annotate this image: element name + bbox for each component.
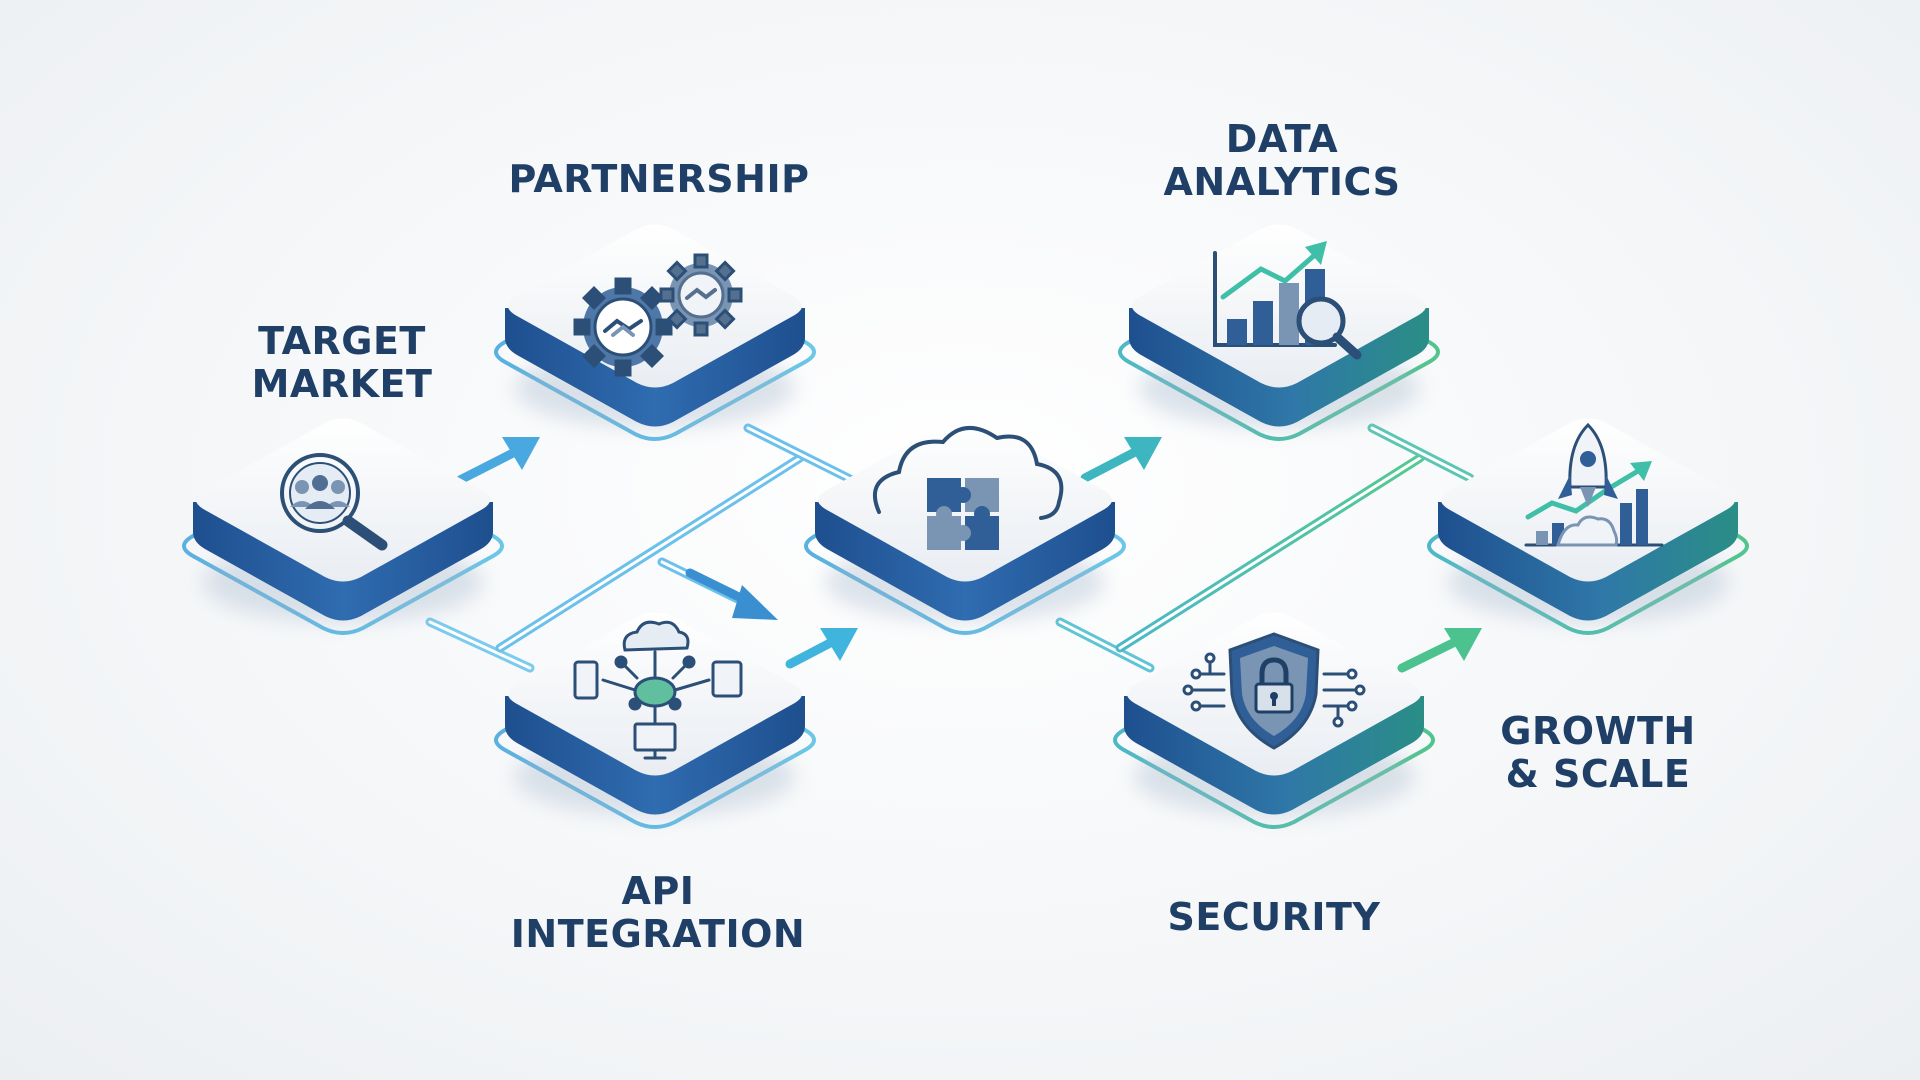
- node-ring: [1113, 651, 1435, 829]
- node-ring: [1118, 263, 1440, 441]
- label-data-analytics: DATA ANALYTICS: [1163, 117, 1401, 204]
- label-security: SECURITY: [1167, 895, 1381, 939]
- label-target-market: TARGET MARKET: [251, 319, 433, 406]
- flow-arrows: [455, 437, 1482, 673]
- arrow-hub-to-data: [1080, 437, 1162, 483]
- gears-handshake-icon: [573, 253, 743, 377]
- node-ring: [494, 263, 816, 441]
- rocket-growth-chart-icon: [1524, 422, 1664, 547]
- arrow-target-to-partnership: [455, 437, 540, 485]
- node-target-market[interactable]: [178, 418, 508, 635]
- label-partnership: PARTNERSHIP: [508, 157, 810, 201]
- arrow-junction-to-hub: [685, 568, 778, 620]
- bar-chart-magnifier-icon: [1213, 241, 1362, 360]
- arrow-api-to-hub: [785, 628, 858, 669]
- node-ring: [804, 457, 1126, 635]
- node-ring: [182, 457, 504, 635]
- node-ring: [1427, 457, 1749, 635]
- arrow-security-to-growth: [1397, 628, 1482, 673]
- shield-lock-circuit-icon: [1182, 632, 1366, 750]
- connector-lines: [425, 423, 1475, 673]
- network-devices-icon: [573, 620, 743, 760]
- magnifier-people-icon: [280, 453, 388, 551]
- label-growth-scale: GROWTH & SCALE: [1500, 709, 1696, 796]
- node-ring: [494, 651, 816, 829]
- label-api-integration: API INTEGRATION: [510, 869, 806, 956]
- cloud-puzzle-icon: [873, 425, 1064, 550]
